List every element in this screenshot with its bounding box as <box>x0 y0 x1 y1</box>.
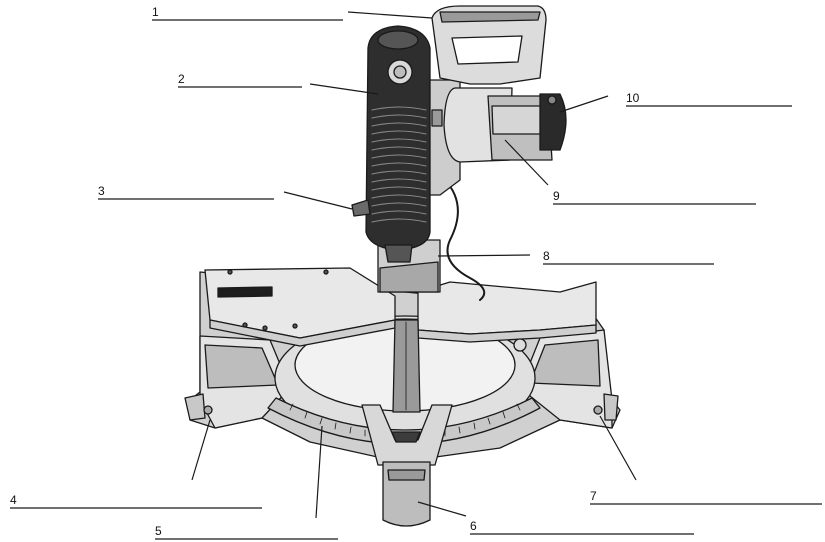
guard-ribs <box>371 106 427 223</box>
lock-knob <box>351 199 371 217</box>
miter-saw-illustration <box>184 5 621 527</box>
power-cord <box>444 179 486 301</box>
left-foot <box>184 393 206 421</box>
label-2: 2 <box>178 72 185 86</box>
right-fence <box>417 281 597 335</box>
label-10: 10 <box>626 91 640 105</box>
guard-top-cap <box>377 30 419 50</box>
motor-end-cap <box>539 93 567 151</box>
label-1: 1 <box>152 5 159 19</box>
label-8: 8 <box>543 249 550 263</box>
right-foot <box>603 393 619 421</box>
blade-guard <box>365 25 431 251</box>
label-9: 9 <box>553 189 560 203</box>
scale-ticks <box>289 403 521 437</box>
label-7: 7 <box>590 489 597 503</box>
leader-lines <box>191 11 637 519</box>
label-3: 3 <box>98 184 105 198</box>
label-underlines <box>10 19 822 540</box>
label-5: 5 <box>155 524 162 538</box>
label-4: 4 <box>10 493 17 507</box>
miter-scale <box>267 397 541 445</box>
throat-plate <box>392 319 421 413</box>
label-6: 6 <box>470 519 477 533</box>
